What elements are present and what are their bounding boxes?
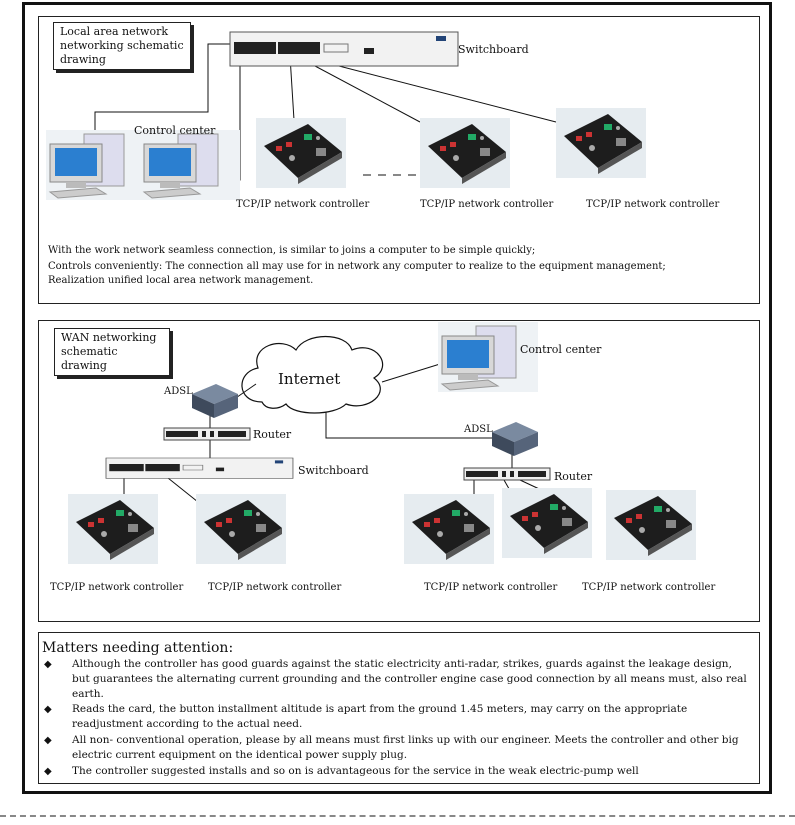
notice-item-1: Although the controller has good guards … — [72, 658, 747, 700]
outer-frame — [22, 2, 772, 794]
wan-wires — [123, 363, 551, 503]
lan-controller-2 — [420, 118, 510, 188]
wan-switchboard-label: Switchboard — [298, 464, 369, 477]
wan-controller-3 — [404, 494, 494, 564]
adsl-right — [492, 422, 538, 456]
notice-item-2: Reads the card, the button installment a… — [72, 703, 688, 730]
lan-pc-1 — [45, 129, 147, 201]
notice-item-3: All non- conventional operation, please … — [72, 734, 739, 761]
wan-title: WAN networking schematic drawing — [54, 328, 170, 376]
wan-controller-1 — [68, 494, 158, 564]
lan-controller-3 — [556, 108, 646, 178]
internet-cloud — [241, 336, 384, 414]
notice-panel — [38, 632, 760, 784]
bullet-icon: ◆ — [44, 659, 52, 670]
lan-controller-1 — [256, 118, 346, 188]
router-left — [163, 427, 251, 441]
adsl-right-label: ADSL — [464, 424, 493, 435]
lan-switchboard-label: Switchboard — [458, 43, 529, 56]
lan-control-center-label: Control center — [134, 124, 216, 137]
router-left-label: Router — [253, 428, 292, 441]
internet-label: Internet — [278, 370, 341, 388]
lan-controller-label-2: TCP/IP network controller — [420, 199, 554, 210]
lan-title: Local area network networking schematic … — [53, 22, 191, 70]
wan-pc — [437, 321, 539, 393]
bullet-icon: ◆ — [44, 704, 52, 715]
router-right-label: Router — [554, 470, 593, 483]
lan-desc-2: Controls conveniently: The connection al… — [48, 261, 666, 272]
wan-controller-label-4: TCP/IP network controller — [582, 582, 716, 593]
wan-switchboard — [105, 457, 294, 479]
lan-controller-label-3: TCP/IP network controller — [586, 199, 720, 210]
router-right — [463, 467, 551, 481]
lan-desc-1: With the work network seamless connectio… — [48, 245, 536, 256]
page-divider — [0, 815, 795, 817]
lan-pc-2 — [139, 129, 241, 201]
adsl-left — [192, 384, 238, 418]
lan-desc-3: Realization unified local area network m… — [48, 275, 314, 286]
wan-controller-label-1: TCP/IP network controller — [50, 582, 184, 593]
wan-controller-label-2: TCP/IP network controller — [208, 582, 342, 593]
wan-control-center-label: Control center — [520, 343, 602, 356]
lan-switchboard — [229, 31, 459, 67]
bullet-icon: ◆ — [44, 766, 52, 777]
bullet-icon: ◆ — [44, 735, 52, 746]
notice-item-4: The controller suggested installs and so… — [72, 765, 639, 777]
lan-controller-label-1: TCP/IP network controller — [236, 199, 370, 210]
adsl-left-label: ADSL — [164, 386, 193, 397]
notice-title: Matters needing attention: — [42, 640, 234, 656]
wan-controller-label-3: TCP/IP network controller — [424, 582, 558, 593]
wan-controller-5 — [606, 490, 696, 560]
wan-controller-2 — [196, 494, 286, 564]
wan-controller-4 — [502, 488, 592, 558]
